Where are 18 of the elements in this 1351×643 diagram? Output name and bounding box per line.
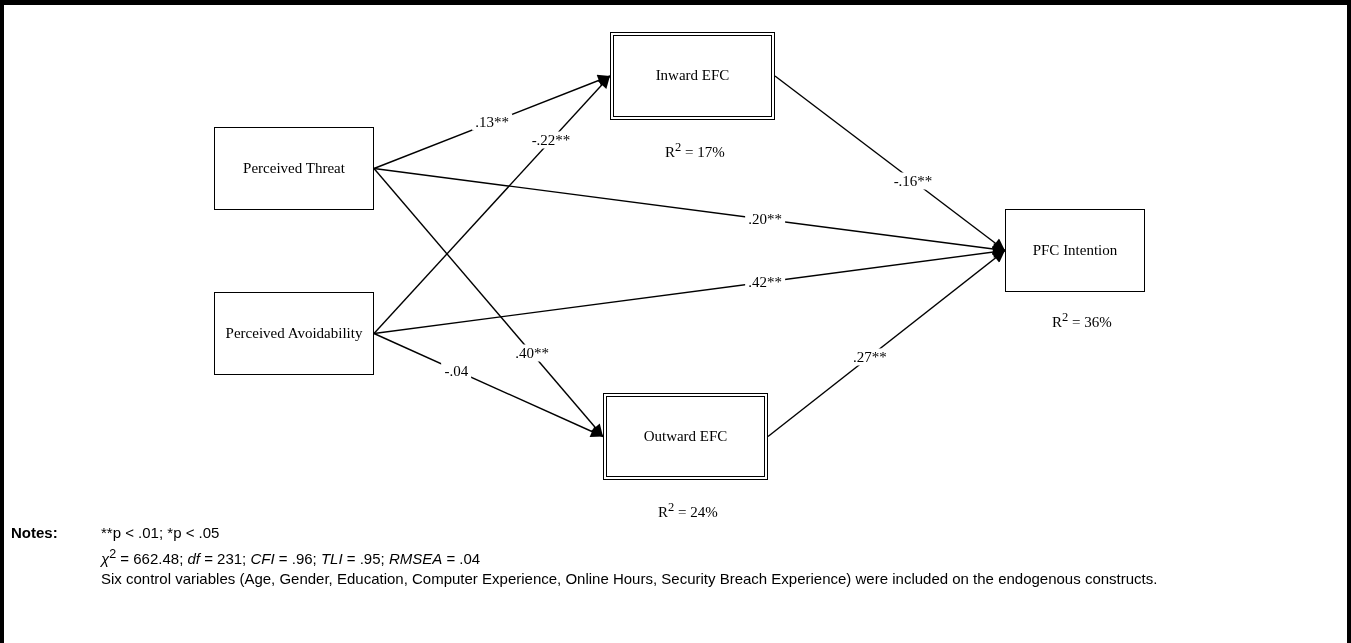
note-text: Six control variables (Age, Gender, Education, Computer Experience, Online Hours, Security Breach Experience) were included on the endogenous constructs. [101,569,1158,589]
notes-heading: Notes: [11,523,58,543]
construct-box: Inward EFC [610,32,775,120]
construct-box: Perceived Avoidability [214,292,374,375]
r-squared-label: R$^{2}$ = 24% [658,500,718,521]
r-squared-label: R$^{2}$ = 17% [665,140,725,161]
arrow [373,167,604,438]
note-text: **p < .01; *p < .05 [101,523,220,543]
construct-box: Outward EFC [603,393,768,480]
arrow [373,75,611,335]
r-squared-label: R$^{2}$ = 36% [1052,310,1112,331]
construct-box: PFC Intention [1005,209,1145,292]
path-coefficient: -.04 [441,362,472,380]
arrow [767,249,1006,438]
construct-box: Perceived Threat [214,127,374,210]
arrow [774,75,1006,252]
path-coefficient: .13** [472,113,512,131]
note-text: χ$^{2}$ = 662.48; df = 231; CFI = .96; TLI = .95; RMSEA = .04 [101,546,481,569]
